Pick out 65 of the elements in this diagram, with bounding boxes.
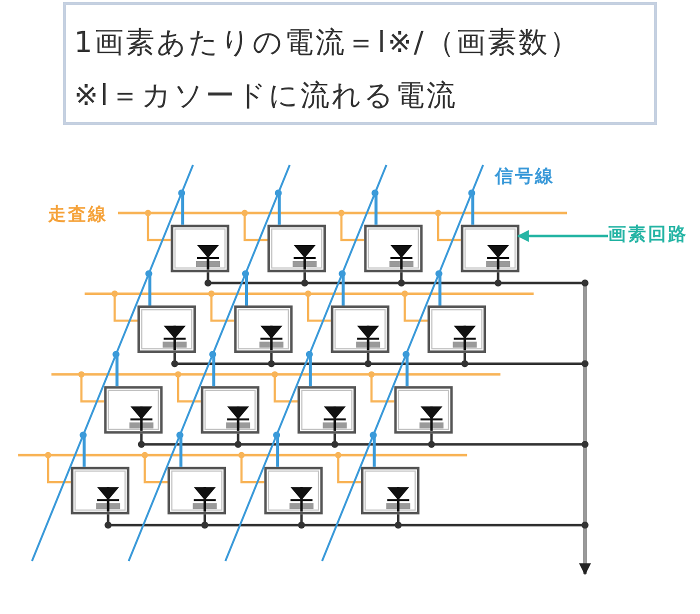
wire [303, 272, 306, 282]
wire [270, 352, 273, 362]
wire [244, 214, 268, 242]
scan-line [51, 373, 500, 376]
wire [334, 434, 336, 444]
callout-label: 画素回路 [608, 224, 688, 246]
signal-line-label: 信号線 [495, 166, 555, 188]
wire [245, 274, 248, 306]
wire [82, 435, 86, 467]
leader-arrow [516, 230, 608, 242]
wire [464, 352, 466, 362]
wire [148, 274, 152, 306]
wire [496, 272, 500, 282]
signal-line [321, 164, 484, 562]
wire [300, 514, 303, 524]
wire [140, 434, 143, 444]
common-cathode-line [583, 364, 587, 444]
wire [337, 456, 361, 484]
wire [406, 354, 409, 386]
wire [106, 514, 110, 524]
scan-line [84, 292, 534, 295]
wire [278, 193, 281, 225]
wire [206, 272, 210, 282]
wire [116, 354, 118, 386]
scan-line [18, 454, 468, 456]
wire [212, 354, 216, 386]
wire [236, 434, 240, 444]
formula-text: 1画素あたりの電流＝l※/（画素数） [74, 24, 581, 61]
wire [340, 214, 364, 242]
wire [210, 294, 234, 322]
wire [179, 435, 182, 467]
wire [173, 352, 176, 362]
wire [204, 514, 206, 524]
wire [374, 193, 378, 225]
wire [308, 354, 312, 386]
wire [438, 274, 442, 306]
signal-line [128, 164, 291, 562]
wire [372, 435, 376, 467]
scan-line-label: 走査線 [48, 204, 108, 226]
wire [146, 214, 171, 242]
wire [177, 376, 201, 402]
wire [307, 294, 331, 322]
wire [144, 456, 168, 484]
wire [370, 376, 394, 402]
wire [181, 193, 184, 225]
note-box [63, 2, 657, 125]
wire [47, 456, 71, 484]
wire [400, 272, 403, 282]
wire [80, 376, 104, 402]
wire [396, 514, 400, 524]
wire [240, 456, 264, 484]
wire [430, 434, 433, 444]
wire [366, 352, 370, 362]
wire [437, 214, 461, 242]
wire [471, 193, 474, 225]
note-text: ※l＝カソードに流れる電流 [74, 77, 458, 114]
wire [404, 294, 428, 322]
scan-line [118, 212, 567, 214]
signal-line [31, 164, 194, 562]
common-cathode-line [579, 525, 591, 576]
wire [342, 274, 345, 306]
wire [274, 376, 298, 402]
signal-line [224, 164, 388, 562]
wire [114, 294, 138, 322]
wire [276, 435, 280, 467]
